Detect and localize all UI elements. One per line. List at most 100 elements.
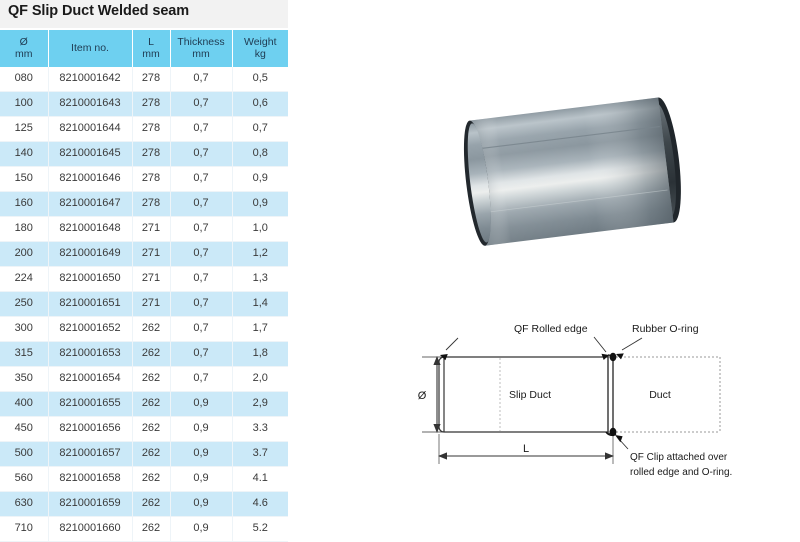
diameter-dimension: Ø xyxy=(418,356,444,433)
cell-weight: 1,7 xyxy=(232,316,288,342)
column-header-thickness-unit: mm xyxy=(192,48,210,60)
callout-rolled-edge-leader xyxy=(593,336,607,353)
cell-thickness: 0,7 xyxy=(170,91,233,117)
cell-length: 271 xyxy=(132,216,171,242)
column-header-item-no-label: Item no. xyxy=(71,41,109,54)
length-dimension-label: L xyxy=(523,443,529,455)
callout-rolled-edge-label: QF Rolled edge xyxy=(514,323,588,335)
column-header-thickness-label: Thickness xyxy=(177,35,225,48)
cell-diameter: 300 xyxy=(0,316,49,342)
diameter-dimension-label: Ø xyxy=(418,390,427,402)
cell-length: 262 xyxy=(132,341,171,367)
cell-diameter: 100 xyxy=(0,91,49,117)
callout-qf-clip-line1: QF Clip attached over xyxy=(630,452,728,463)
product-photo xyxy=(418,52,718,282)
cell-weight: 5.2 xyxy=(232,516,288,542)
callout-qf-clip: QF Clip attached over rolled edge and O-… xyxy=(605,431,732,478)
length-arrowhead-right xyxy=(605,452,614,460)
callout-rolled-edge-arrowhead xyxy=(601,353,609,360)
slip-duct-section-label: Slip Duct xyxy=(509,389,551,401)
column-header-diameter-label: Ø xyxy=(19,35,28,48)
duct-section-label: Duct xyxy=(649,389,671,401)
cell-weight: 3.3 xyxy=(232,416,288,442)
cell-thickness: 0,9 xyxy=(170,466,233,492)
cell-thickness: 0,7 xyxy=(170,216,233,242)
cell-weight: 1,0 xyxy=(232,216,288,242)
callout-slip-duct-edge-arrowhead xyxy=(440,354,448,361)
cell-weight: 4.6 xyxy=(232,491,288,517)
technical-diagram: Ø L QF Rolled edge Rubber O-ring xyxy=(410,312,800,500)
cell-thickness: 0,9 xyxy=(170,441,233,467)
welded-seam-line xyxy=(477,125,660,150)
column-header-length: L mm xyxy=(132,30,171,67)
slip-duct-outline xyxy=(438,356,608,433)
cell-diameter: 224 xyxy=(0,266,49,292)
column-header-diameter: Ø mm xyxy=(0,30,49,67)
cell-weight: 2,9 xyxy=(232,391,288,417)
cell-item-no: 8210001654 xyxy=(48,366,133,392)
column-header-thickness: Thickness mm xyxy=(170,30,233,67)
callout-o-ring-label: Rubber O-ring xyxy=(632,323,699,335)
cell-diameter: 500 xyxy=(0,441,49,467)
cell-diameter: 560 xyxy=(0,466,49,492)
table-header: Ø mm Item no. L mm Thickness mm Weight xyxy=(0,30,288,67)
cell-thickness: 0,7 xyxy=(170,316,233,342)
cell-thickness: 0,7 xyxy=(170,141,233,167)
cell-thickness: 0,9 xyxy=(170,491,233,517)
cell-thickness: 0,7 xyxy=(170,341,233,367)
cell-item-no: 8210001652 xyxy=(48,316,133,342)
cell-length: 278 xyxy=(132,116,171,142)
cell-thickness: 0,9 xyxy=(170,391,233,417)
cell-thickness: 0,9 xyxy=(170,516,233,542)
specification-table: Ø mm Item no. L mm Thickness mm Weight xyxy=(0,30,288,542)
callout-o-ring: Rubber O-ring xyxy=(609,323,699,437)
cell-length: 278 xyxy=(132,91,171,117)
cell-length: 271 xyxy=(132,291,171,317)
cell-length: 262 xyxy=(132,466,171,492)
cell-item-no: 8210001651 xyxy=(48,291,133,317)
qf-rolled-edge-shape xyxy=(607,354,614,435)
callout-qf-clip-arrowhead xyxy=(615,435,623,443)
cell-length: 262 xyxy=(132,366,171,392)
column-header-weight: Weight kg xyxy=(232,30,288,67)
technical-diagram-svg: Ø L QF Rolled edge Rubber O-ring xyxy=(418,323,733,478)
cell-weight: 0,8 xyxy=(232,141,288,167)
cell-item-no: 8210001653 xyxy=(48,341,133,367)
cell-diameter: 140 xyxy=(0,141,49,167)
cell-weight: 0,9 xyxy=(232,166,288,192)
cell-length: 278 xyxy=(132,191,171,217)
cell-weight: 3.7 xyxy=(232,441,288,467)
cell-weight: 0,5 xyxy=(232,67,288,92)
column-header-length-label: L xyxy=(148,35,154,48)
cell-diameter: 630 xyxy=(0,491,49,517)
cell-weight: 0,7 xyxy=(232,116,288,142)
column-header-diameter-unit: mm xyxy=(15,48,33,60)
cell-diameter: 315 xyxy=(0,341,49,367)
length-arrowhead-left xyxy=(438,452,447,460)
cell-thickness: 0,7 xyxy=(170,291,233,317)
duct-outline-dotted xyxy=(608,356,721,433)
callout-slip-duct-edge xyxy=(440,337,459,361)
cell-diameter: 450 xyxy=(0,416,49,442)
body-highlight-line xyxy=(484,189,668,213)
cell-length: 262 xyxy=(132,516,171,542)
cell-weight: 4.1 xyxy=(232,466,288,492)
duct-near-end xyxy=(467,123,491,243)
column-header-weight-unit: kg xyxy=(254,48,266,60)
diameter-arrowhead-bottom xyxy=(433,424,441,433)
title-band xyxy=(0,0,288,28)
cell-thickness: 0,7 xyxy=(170,191,233,217)
cell-thickness: 0,7 xyxy=(170,266,233,292)
cell-thickness: 0,9 xyxy=(170,416,233,442)
